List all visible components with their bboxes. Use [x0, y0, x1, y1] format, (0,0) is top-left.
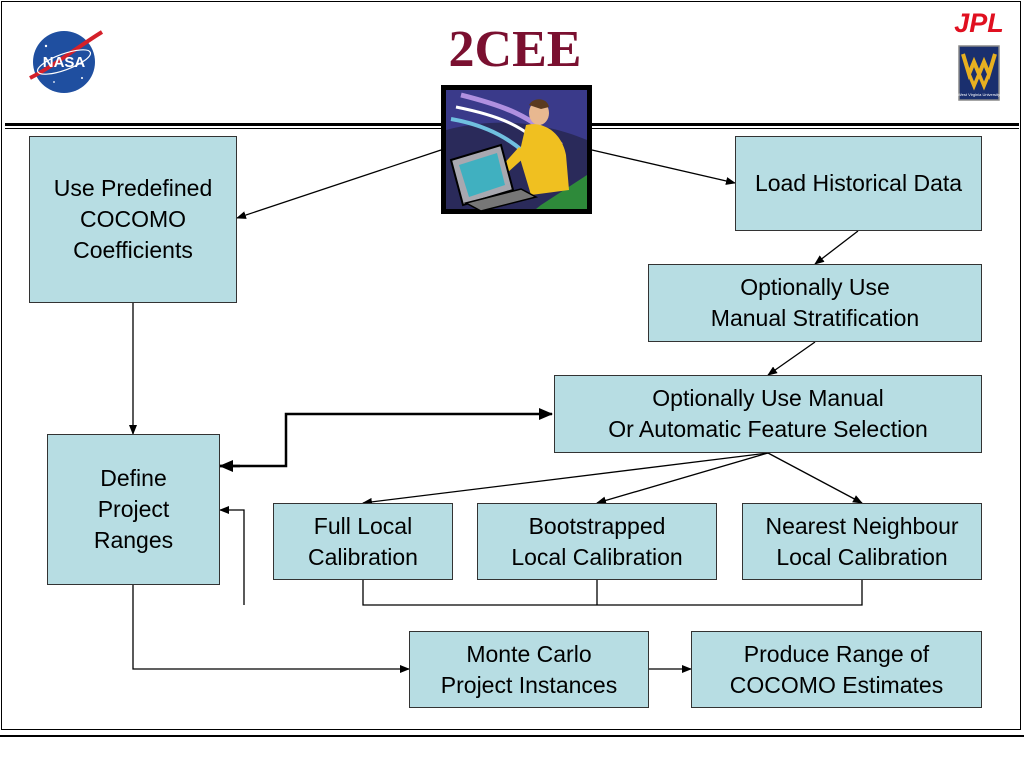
calibration-feedback-line [362, 580, 863, 606]
jpl-logo: JPL [954, 8, 1004, 36]
arrow-feature-to-nearest [767, 452, 863, 504]
box-use-predefined-coefficients: Use Predefined COCOMO Coefficients [29, 136, 237, 303]
arrow-clipart-to-load-history [591, 149, 736, 185]
slide-frame [1, 1, 1021, 730]
arrow-feature-to-full-local [362, 452, 769, 506]
arrow-clipart-to-predefined [236, 149, 442, 219]
box-manual-stratification: Optionally Use Manual Stratification [648, 264, 982, 342]
nasa-logo: NASA [29, 30, 104, 93]
box-full-local-calibration: Full Local Calibration [273, 503, 453, 580]
box-monte-carlo: Monte Carlo Project Instances [409, 631, 649, 708]
arrow-load-to-stratification [814, 230, 859, 265]
arrow-stratification-to-feature [767, 341, 816, 376]
box-define-project-ranges: Define Project Ranges [47, 434, 220, 585]
box-load-historical-data: Load Historical Data [735, 136, 982, 231]
slide-title: 2CEE [448, 21, 582, 78]
box-bootstrapped-calibration: Bootstrapped Local Calibration [477, 503, 717, 580]
computer-user-clipart [441, 85, 592, 214]
arrow-ranges-to-monte-carlo [132, 585, 410, 673]
box-produce-range: Produce Range of COCOMO Estimates [691, 631, 982, 708]
footer-rule [0, 735, 1024, 737]
wvu-logo: West Virginia University [958, 45, 1000, 101]
jpl-logo-text: JPL [954, 8, 1004, 36]
box-feature-selection: Optionally Use Manual Or Automatic Featu… [554, 375, 982, 453]
arrow-calibration-to-ranges [219, 506, 245, 605]
box-nearest-neighbour-calibration: Nearest Neighbour Local Calibration [742, 503, 982, 580]
wvu-logo-text: West Virginia University [958, 92, 1000, 97]
bidirectional-ranges-feature [220, 408, 553, 468]
arrow-feature-to-bootstrapped [596, 452, 769, 505]
nasa-logo-text: NASA [43, 54, 86, 71]
